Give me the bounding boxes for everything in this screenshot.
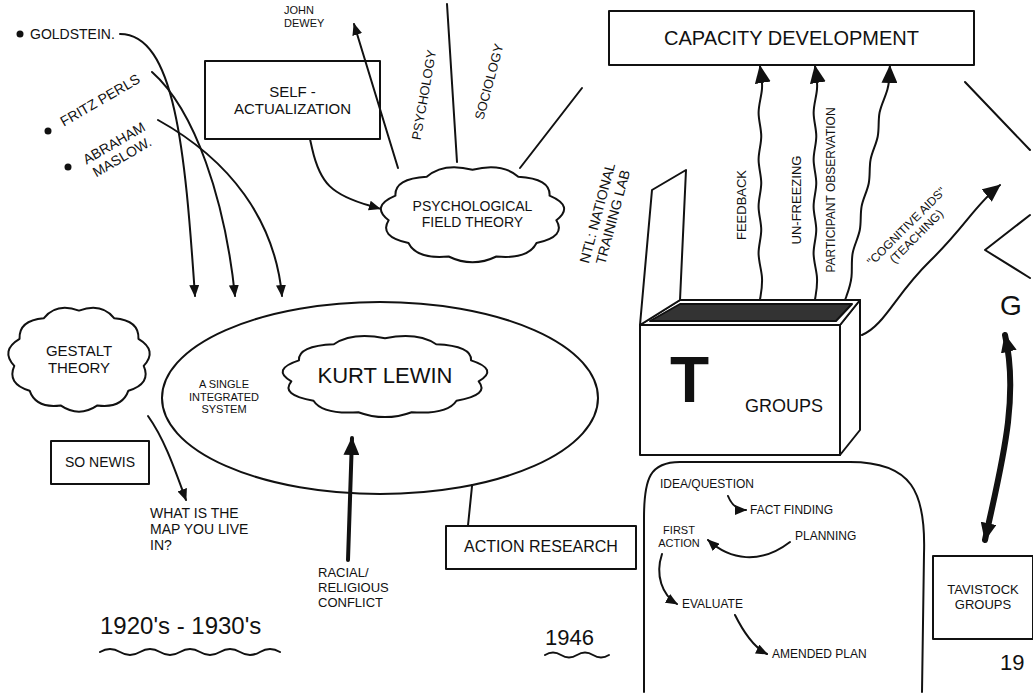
concept-box: SO NEWIS (50, 440, 150, 485)
wavy-underline (545, 653, 609, 658)
influence-line (158, 120, 282, 296)
star-outline (965, 82, 1030, 278)
outline-stroke (283, 336, 488, 417)
outline-stroke (933, 556, 1033, 639)
node-text: A SINGLE INTEGRATED SYSTEM (184, 378, 264, 416)
edge-label: PARTICIPANT OBSERVATION (825, 105, 839, 274)
node-text: CAPACITY DEVELOPMENT (664, 27, 919, 50)
t-group-box: T GROUPS (640, 300, 860, 455)
node-text: EVALUATE (682, 598, 743, 612)
edge-label: FEEDBACK (735, 168, 750, 242)
node-text: KURT LEWIN (318, 363, 453, 388)
node-outline (600, 458, 930, 692)
connector (759, 66, 763, 300)
group-box: TAVISTOCK GROUPS (932, 555, 1033, 640)
wavy-underline (100, 649, 280, 655)
connector (814, 66, 818, 300)
connector (310, 140, 380, 209)
note-label: FRITZ PERLS (57, 71, 143, 130)
outline-stroke (51, 441, 149, 484)
outline-stroke (381, 167, 564, 262)
node-text: PSYCHOLOGICAL FIELD THEORY (402, 198, 543, 230)
theory-cloud: GESTALT THEORY (3, 300, 155, 418)
connector (468, 485, 472, 525)
note-label: RACIAL/ RELIGIOUS CONFLICT (318, 566, 408, 611)
bullet-dot (65, 164, 72, 171)
influence-line (148, 416, 186, 500)
note-label: JOHN DEWEY (284, 4, 346, 29)
note-label: "COGNITIVE AIDS" (TEACHING) (858, 178, 966, 286)
note-label: ABRAHAM MASLOW. (75, 116, 160, 184)
outline-stroke (640, 325, 840, 455)
influence-line (354, 24, 398, 168)
note-label: G (1000, 290, 1022, 322)
node-text: T (670, 348, 709, 412)
cycle-arrow (708, 540, 790, 557)
node-text: FIRST ACTION (654, 524, 704, 549)
outline-stroke (644, 462, 924, 692)
concept-box: SELF - ACTUALIZATION (204, 60, 381, 140)
note-label: 19 (1000, 650, 1024, 675)
note-label: PSYCHOLOGY (410, 49, 441, 141)
outline-stroke (609, 11, 974, 65)
double-arrow (985, 335, 1010, 540)
cycle-arrow (728, 496, 746, 510)
edge-label: UN-FREEZING (790, 154, 805, 247)
outline-stroke (162, 302, 598, 494)
cycle-arrow (659, 554, 677, 604)
note-label: 1920's - 1930's (100, 612, 261, 640)
theory-cloud: PSYCHOLOGICAL FIELD THEORY (374, 160, 571, 268)
node-text: GESTALT THEORY (25, 342, 133, 377)
node-text: AMENDED PLAN (772, 648, 867, 662)
lewin-ellipse: A SINGLE INTEGRATED SYSTEM KURT LEWIN (160, 300, 600, 496)
outline-stroke (446, 526, 636, 569)
bullet-dot (17, 31, 24, 38)
outline-stroke (205, 61, 380, 139)
capacity-box: CAPACITY DEVELOPMENT (608, 10, 975, 66)
note-label: NTL: NATIONAL TRAINING LAB (573, 148, 638, 282)
node-text: SO NEWIS (65, 454, 135, 470)
conflict-arrow (348, 438, 352, 560)
bullet-dot (45, 128, 52, 135)
node-text: SELF - ACTUALIZATION (214, 83, 371, 118)
note-label: 1946 (545, 625, 594, 650)
node-text: TAVISTOCK GROUPS (938, 583, 1028, 613)
cycle-arrow (735, 615, 767, 654)
note-label: WHAT IS THE MAP YOU LIVE IN? (150, 505, 250, 553)
node-text: GROUPS (745, 396, 823, 417)
note-label: GOLDSTEIN. (30, 26, 115, 42)
influence-line (152, 72, 235, 296)
node-text: FACT FINDING (750, 504, 833, 518)
outline-stroke (650, 304, 852, 321)
influence-line (520, 88, 582, 168)
outline-stroke (8, 308, 149, 412)
influence-line (447, 4, 457, 162)
node-text: PLANNING (795, 530, 856, 544)
name-cloud: KURT LEWIN (275, 330, 495, 422)
note-label: SOCIOLOGY (473, 42, 508, 121)
cycle-region: IDEA/QUESTION FACT FINDING PLANNING FIRST A… (600, 458, 930, 692)
node-text: ACTION RESEARCH (464, 538, 618, 556)
method-box: ACTION RESEARCH (445, 525, 637, 570)
outline-stroke (640, 170, 686, 325)
node-text: IDEA/QUESTION (660, 478, 754, 492)
outline-stroke (840, 300, 860, 455)
